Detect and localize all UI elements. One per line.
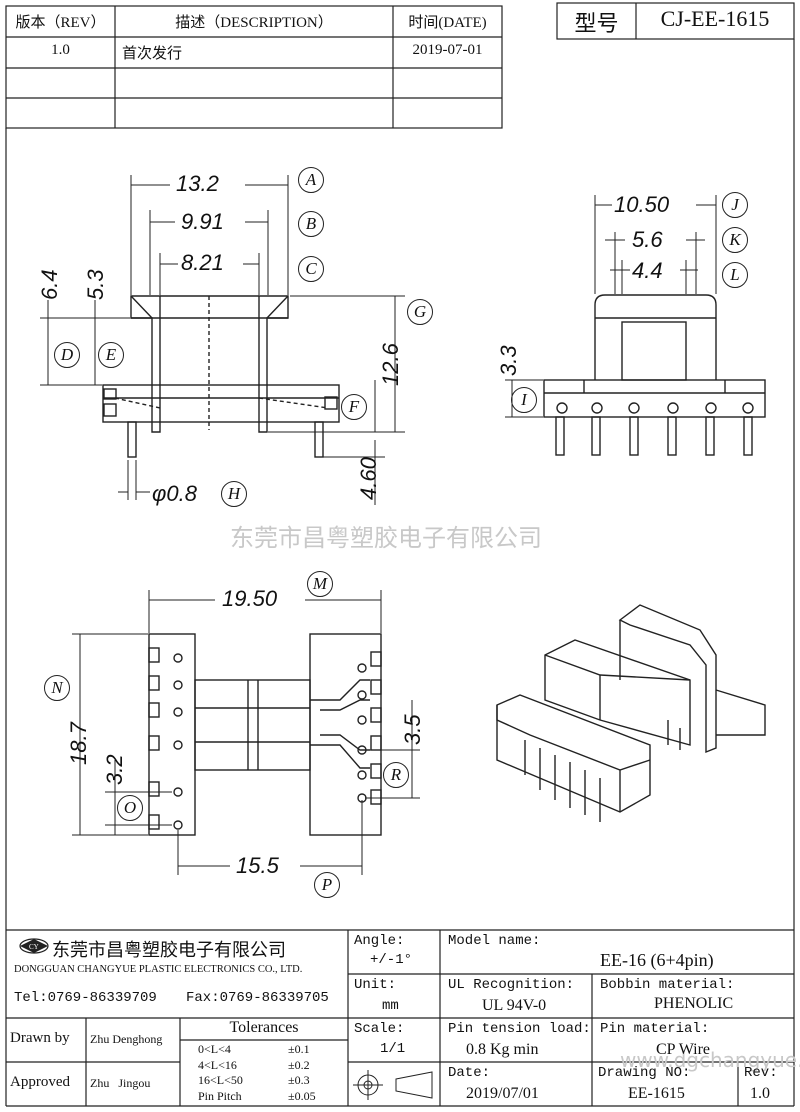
- model-name-label: Model name:: [448, 933, 541, 949]
- description-column-header: 描述（DESCRIPTION）: [175, 15, 333, 31]
- tolerance-row: Pin Pitch ±0.05: [198, 1089, 348, 1105]
- company-logo-icon: CY: [19, 938, 49, 954]
- ul-value: UL 94V-0: [482, 997, 547, 1014]
- dim-g-value: 12.6: [378, 343, 403, 386]
- dim-j-value: 10.50: [614, 192, 670, 217]
- unit-value: mm: [382, 998, 399, 1014]
- bottom-view: [148, 633, 382, 836]
- angle-label: Angle:: [354, 933, 405, 949]
- dim-f-value: 4.60: [356, 457, 381, 500]
- rev-label: Rev:: [744, 1065, 778, 1081]
- isometric-view: [496, 604, 766, 822]
- pin-material-value: CP Wire: [656, 1041, 711, 1058]
- callout-p: P: [314, 872, 340, 898]
- angle-value: +/-1°: [370, 952, 413, 968]
- dim-k-value: 5.6: [632, 227, 663, 252]
- dim-m-value: 19.50: [222, 586, 278, 611]
- rev-cell: 1.0: [51, 42, 70, 58]
- unit-label: Unit:: [354, 977, 397, 993]
- dim-c-value: 8.21: [181, 250, 224, 275]
- callout-l: L: [722, 262, 748, 288]
- dim-e-value: 5.3: [83, 269, 108, 300]
- tolerance-value: ±0.3: [288, 1073, 310, 1087]
- callout-b: B: [298, 211, 324, 237]
- drawn-by-label: Drawn by: [10, 1030, 70, 1046]
- callout-j: J: [722, 192, 748, 218]
- date-cell: 2019-07-01: [412, 42, 483, 58]
- projection-symbol-icon: [353, 1070, 433, 1100]
- tolerance-row: 16<L<50 ±0.3: [198, 1073, 348, 1089]
- dim-r-value: 3.5: [400, 714, 425, 745]
- front-view: [102, 295, 340, 458]
- model-number: CJ-EE-1615: [660, 6, 770, 31]
- callout-n: N: [44, 675, 70, 701]
- approved-label: Approved: [10, 1074, 70, 1090]
- bobbin-value: PHENOLIC: [654, 995, 734, 1012]
- title-block-grid: [6, 929, 794, 1106]
- dim-n-value: 18.7: [66, 722, 91, 765]
- dim-a-value: 13.2: [176, 171, 219, 196]
- scale-value: 1/1: [380, 1041, 406, 1057]
- tolerances-title: Tolerances: [229, 1019, 299, 1036]
- model-label: 型号: [574, 11, 619, 36]
- tolerance-row: 0<L<4 ±0.1: [198, 1042, 348, 1058]
- tolerance-value: ±0.05: [288, 1088, 316, 1103]
- tolerance-value: ±0.1: [288, 1042, 310, 1056]
- company-fax: Fax:0769-86339705: [186, 990, 329, 1006]
- company-name-cn: 东莞市昌粤塑胶电子有限公司: [52, 940, 286, 960]
- date-label: Date:: [448, 1065, 491, 1081]
- callout-i: I: [511, 387, 537, 413]
- dim-b-value: 9.91: [181, 209, 224, 234]
- callout-a: A: [298, 167, 324, 193]
- pin-tension-label: Pin tension load:: [448, 1021, 591, 1037]
- dim-l-value: 4.4: [632, 258, 663, 283]
- side-view: [543, 294, 766, 456]
- company-tel: Tel:0769-86339709: [14, 990, 157, 1006]
- description-cell: 首次发行: [122, 46, 183, 62]
- tolerance-row: 4<L<16 ±0.2: [198, 1058, 348, 1074]
- dim-o-value: 3.2: [102, 754, 127, 785]
- pin-tension-value: 0.8 Kg min: [466, 1041, 539, 1058]
- tolerance-value: ±0.2: [288, 1057, 310, 1072]
- callout-f: F: [341, 394, 367, 420]
- callout-d: D: [54, 342, 80, 368]
- callout-o: O: [117, 795, 143, 821]
- ul-label: UL Recognition:: [448, 977, 575, 993]
- tolerance-range: 16<L<50: [198, 1073, 243, 1087]
- callout-g: G: [407, 299, 433, 325]
- watermark-company: 东莞市昌粤塑胶电子有限公司: [230, 524, 542, 552]
- dim-h-value: φ0.8: [152, 481, 197, 506]
- callout-c: C: [298, 256, 324, 282]
- svg-text:CY: CY: [29, 943, 39, 951]
- model-name-value: EE-16 (6+4pin): [600, 950, 714, 970]
- dim-d-value: 6.4: [37, 269, 62, 300]
- date-column-header: 时间(DATE): [408, 15, 487, 31]
- drawn-by-value: Zhu Denghong: [90, 1032, 163, 1046]
- tolerance-range: 0<L<4: [198, 1042, 231, 1056]
- tolerances-table: 0<L<4 ±0.1 4<L<16 ±0.2 16<L<50 ±0.3 Pin Pit…: [198, 1042, 348, 1104]
- callout-m: M: [307, 571, 333, 597]
- date-value: 2019/07/01: [466, 1085, 539, 1102]
- dim-i-value: 3.3: [496, 345, 521, 376]
- rev-column-header: 版本（REV）: [15, 15, 106, 31]
- tolerance-range: Pin Pitch: [198, 1088, 242, 1103]
- callout-h: H: [221, 481, 247, 507]
- callout-e: E: [98, 342, 124, 368]
- drawing-no-label: Drawing NO:: [598, 1065, 691, 1081]
- tolerance-range: 4<L<16: [198, 1057, 237, 1072]
- watermark-url: www.dgchangyue.net: [620, 1048, 800, 1072]
- drawing-no-value: EE-1615: [628, 1085, 685, 1102]
- approved-value: Zhu Jingou: [90, 1076, 151, 1090]
- callout-r: R: [383, 762, 409, 788]
- dim-p-value: 15.5: [236, 853, 279, 878]
- company-name-en: DONGGUAN CHANGYUE PLASTIC ELECTRONICS CO…: [14, 964, 303, 975]
- callout-k: K: [722, 227, 748, 253]
- bobbin-label: Bobbin material:: [600, 977, 735, 993]
- scale-label: Scale:: [354, 1021, 405, 1037]
- rev-value: 1.0: [750, 1085, 770, 1102]
- pin-material-label: Pin material:: [600, 1021, 710, 1037]
